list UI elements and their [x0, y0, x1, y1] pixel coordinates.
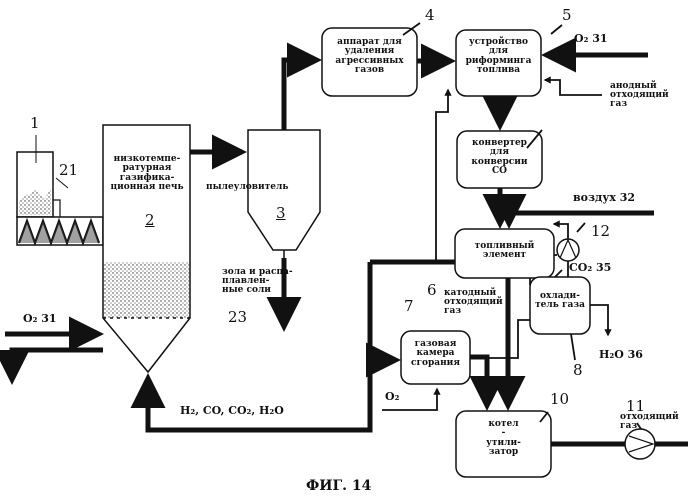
flow-left-exit	[12, 350, 103, 378]
exhaust-fan	[625, 429, 655, 459]
co2-35-label: CO₂ 35	[569, 262, 611, 273]
dust-collector-cyclone	[248, 130, 320, 258]
ash-23-label: 23	[228, 310, 247, 325]
ash-label: зола и распа- плавлен- ные соли	[222, 268, 293, 295]
label-n1: 1	[30, 116, 40, 131]
label-n21: 21	[59, 163, 78, 178]
label-n7: 7	[404, 299, 414, 314]
furnace-label: низкотемпе- ратурная газифика- ционная п…	[106, 155, 188, 193]
label-n6: 6	[427, 283, 437, 298]
o2-31-top-label: O₂ 31	[574, 33, 608, 44]
co2-compressor	[557, 239, 579, 261]
exhaust-label: отходящий газ	[620, 413, 679, 431]
syngas-label: H₂, CO, CO₂, H₂O	[180, 405, 284, 416]
label-n10: 10	[550, 392, 569, 407]
acid-removal-label: аппарат для удаления агрессивных газов	[322, 38, 417, 76]
flow-air-to-fuel-cell	[509, 213, 654, 222]
cooler-label: охлади- тель газа	[530, 292, 590, 311]
label-n3: 3	[276, 206, 286, 221]
flow-fuel-cell-return	[436, 90, 448, 262]
combustion-label: газовая камера сгорания	[401, 340, 470, 368]
flow-anode-gas	[545, 80, 602, 95]
flow-cooler-to-combustion	[474, 320, 530, 358]
fuel-cell-label: топливный элемент	[455, 242, 554, 261]
figure-caption: ФИГ. 14	[306, 479, 371, 493]
label-n2: 2	[145, 213, 155, 228]
cathode-gas-label: катодный отходящий газ	[444, 289, 503, 316]
flow-cooler-to-water	[590, 305, 608, 335]
label-n12: 12	[591, 224, 610, 239]
flow-cyclone-to-acid-removal	[284, 60, 315, 130]
feed-hopper	[17, 135, 53, 217]
reformer-label: устройство для риформинга топлива	[456, 38, 541, 76]
label-n8: 8	[573, 363, 583, 378]
air-32-label: воздух 32	[573, 192, 635, 203]
flow-combustion-to-boiler	[470, 357, 487, 404]
label-n4: 4	[425, 8, 435, 23]
o2-combustion-label: O₂	[385, 391, 399, 402]
h2o-36-label: H₂O 36	[599, 349, 643, 360]
boiler-label: котел - утили- затор	[456, 420, 551, 458]
label-n5: 5	[562, 8, 572, 23]
dust-collector-label: пылеуловитель	[206, 183, 288, 192]
anode-gas-label: анодный отходящий газ	[610, 82, 669, 109]
o2-31-left-label: O₂ 31	[23, 313, 57, 324]
co-converter-label: конвертер для конверсии CO	[457, 139, 542, 177]
